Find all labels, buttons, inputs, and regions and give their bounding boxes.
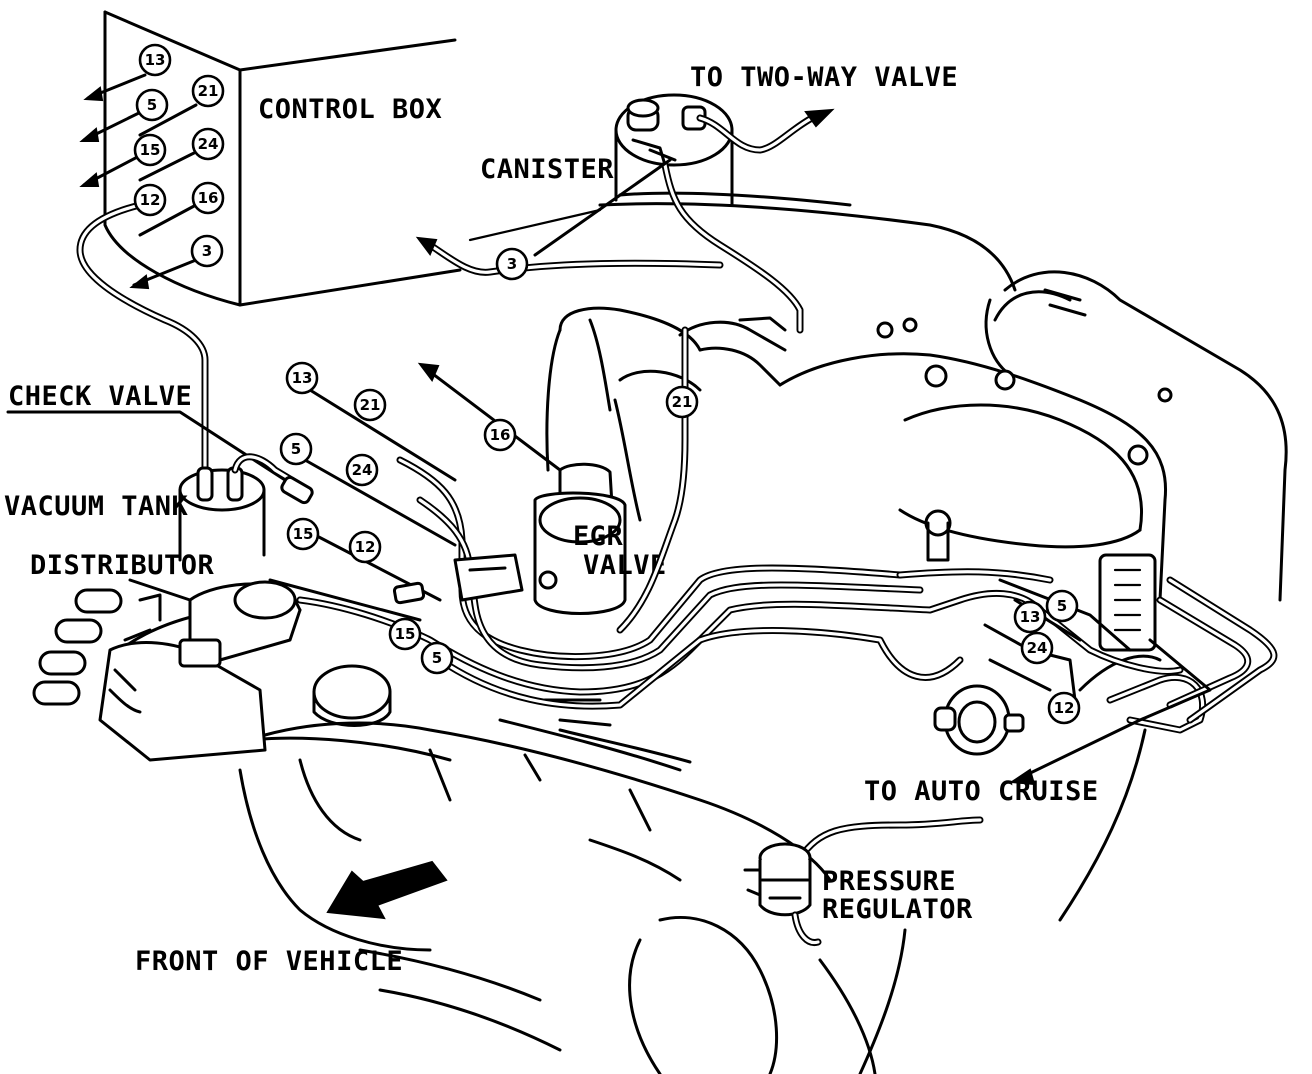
intake-hose-number-13: 13 [292, 369, 313, 387]
front-of-vehicle-label: FRONT OF VEHICLE [135, 946, 403, 977]
vacuum-tank: CHECK VALVE VACUUM TANK [4, 381, 314, 562]
egr-hose-number-16: 16 [490, 426, 511, 444]
port-number-21: 21 [198, 82, 219, 100]
port-number-13: 13 [145, 51, 166, 69]
port-number-24: 24 [198, 135, 219, 153]
port-number-5: 5 [147, 96, 157, 114]
right-hose-number-13: 13 [1020, 608, 1041, 626]
hose-bundle: 13 21 5 24 15 12 15 5 [268, 361, 1184, 710]
port-number-15: 15 [140, 141, 161, 159]
manifold-hose-number-15: 15 [395, 625, 416, 643]
pressure-regulator-label-line1: PRESSURE [822, 866, 956, 897]
distributor: DISTRIBUTOR [30, 550, 302, 762]
throttle-hose-number-21: 21 [672, 393, 693, 411]
intake-hose-number-24: 24 [352, 461, 373, 479]
control-box-label: CONTROL BOX [258, 94, 442, 125]
port-number-12: 12 [140, 191, 161, 209]
right-hose-number-5: 5 [1057, 597, 1067, 615]
port-number-16: 16 [198, 189, 219, 207]
pressure-regulator: PRESSURE REGULATOR [743, 816, 984, 946]
right-hose-number-24: 24 [1027, 639, 1048, 657]
egr-valve: EGR VALVE 16 21 [417, 326, 699, 634]
intake-hose-number-15: 15 [293, 525, 314, 543]
canister-label: CANISTER [480, 154, 614, 185]
intake-hose-number-21: 21 [360, 396, 381, 414]
right-hose-group: 5 13 24 12 TO AUTO CRUISE [864, 576, 1278, 807]
intake-hose-number-5: 5 [291, 440, 301, 458]
right-hose-number-12: 12 [1054, 699, 1075, 717]
control-box: CONTROL BOX [103, 10, 462, 307]
control-box-ports [76, 73, 209, 474]
canister: CANISTER TO TWO-WAY VALVE 3 [415, 62, 958, 334]
port-number-3: 3 [202, 242, 212, 260]
front-arrow [326, 860, 448, 920]
front-of-vehicle-indicator: FRONT OF VEHICLE [135, 860, 448, 977]
manifold-hose-number-5: 5 [432, 649, 442, 667]
canister-hose-number-3: 3 [507, 255, 517, 273]
to-auto-cruise-label: TO AUTO CRUISE [864, 776, 1099, 807]
intake-hose-number-12: 12 [355, 538, 376, 556]
pressure-regulator-label-line2: REGULATOR [822, 894, 973, 925]
vacuum-tank-label: VACUUM TANK [4, 491, 189, 522]
control-box-numbers: 13 5 21 15 24 12 16 3 [133, 43, 225, 268]
to-two-way-valve-label: TO TWO-WAY VALVE [690, 62, 958, 93]
distributor-label: DISTRIBUTOR [30, 550, 215, 581]
egr-valve-label-line1: EGR [573, 521, 624, 552]
check-valve-label: CHECK VALVE [8, 381, 192, 412]
